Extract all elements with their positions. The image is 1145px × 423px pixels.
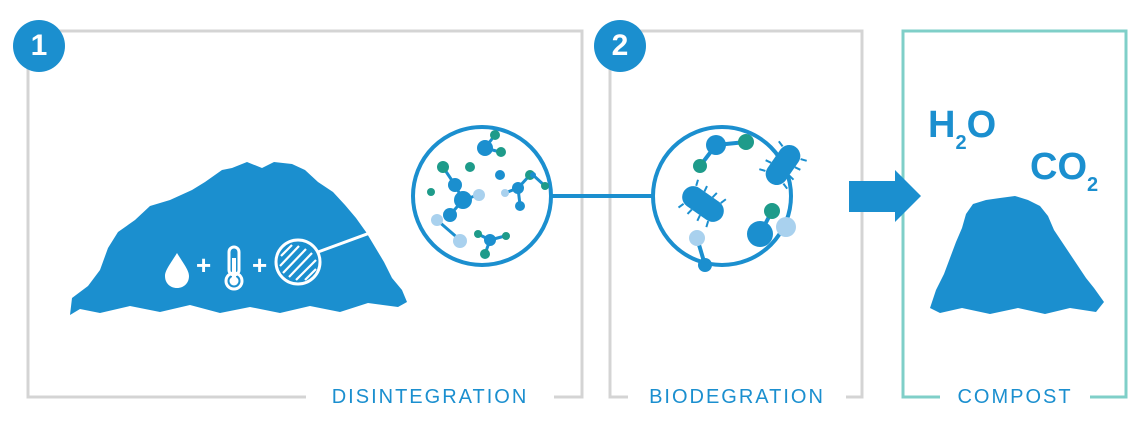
plus-sign: + — [196, 250, 212, 280]
waste-heap — [70, 162, 407, 315]
disintegration-frame — [26, 29, 584, 399]
co2-formula-sub: 2 — [1087, 174, 1099, 196]
compost-heap — [930, 196, 1104, 314]
water-formula: H2O — [928, 104, 997, 154]
co2-formula-co: CO — [1030, 146, 1087, 188]
step-1-badge: 1 — [13, 20, 65, 72]
bacteria-molecules — [689, 134, 796, 272]
arrow-right-icon — [849, 170, 921, 222]
water-formula-o: O — [966, 104, 997, 146]
co2-formula: CO2 — [1030, 146, 1098, 196]
label-biodegration: BIODEGRATION — [628, 384, 846, 410]
water-drop-icon — [165, 253, 189, 288]
magnifier-line — [317, 214, 417, 254]
water-formula-h: H — [928, 104, 956, 146]
bacteria — [677, 140, 807, 228]
label-compost: COMPOST — [940, 384, 1090, 410]
label-disintegration: DISINTEGRATION — [306, 384, 554, 410]
water-formula-sub: 2 — [955, 132, 967, 154]
molecule-atoms — [427, 130, 549, 259]
plus-sign: + — [252, 250, 268, 280]
step-2-badge: 2 — [594, 20, 646, 72]
microorganism-icon — [274, 238, 322, 286]
